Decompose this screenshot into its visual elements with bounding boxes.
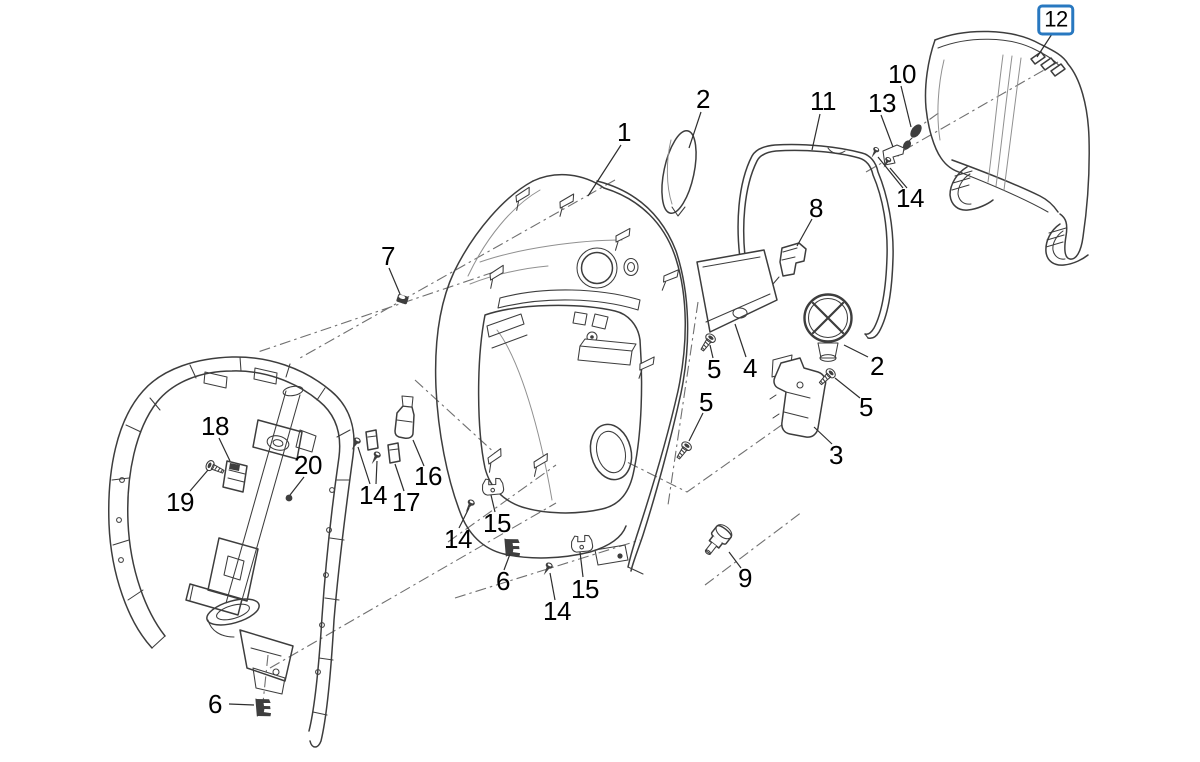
part-callout-14[interactable]: 14 bbox=[896, 183, 924, 213]
part-callout-5[interactable]: 5 bbox=[699, 387, 713, 417]
part-callout-20[interactable]: 20 bbox=[294, 450, 322, 480]
screw-part-9 bbox=[704, 524, 733, 555]
part-callout-13[interactable]: 13 bbox=[868, 88, 896, 118]
leader-lines bbox=[189, 33, 1053, 706]
trim-oval-part-2 bbox=[661, 130, 697, 217]
nut-part-7 bbox=[396, 294, 409, 305]
steering-column bbox=[185, 385, 317, 695]
bracket-part-3 bbox=[769, 354, 827, 438]
fastener-cluster-10-13-14 bbox=[868, 124, 922, 170]
part-callout-8[interactable]: 8 bbox=[809, 193, 823, 223]
part-callout-15[interactable]: 15 bbox=[571, 574, 599, 604]
clip-part-8 bbox=[772, 242, 807, 285]
rivet-part-20 bbox=[285, 494, 293, 502]
part-callout-17[interactable]: 17 bbox=[392, 487, 420, 517]
part-callout-11[interactable]: 11 bbox=[810, 86, 837, 116]
part-callout-2[interactable]: 2 bbox=[870, 351, 884, 381]
part-callout-14[interactable]: 14 bbox=[543, 596, 571, 626]
part-callout-7[interactable]: 7 bbox=[381, 241, 395, 271]
part-callout-15[interactable]: 15 bbox=[483, 508, 511, 538]
part-callout-3[interactable]: 3 bbox=[829, 440, 843, 470]
part-callout-10[interactable]: 10 bbox=[888, 59, 916, 89]
part-callout-12-highlighted[interactable]: 12 bbox=[1037, 4, 1075, 36]
part-callout-5[interactable]: 5 bbox=[707, 354, 721, 384]
part-callout-6[interactable]: 6 bbox=[208, 689, 222, 719]
part-callout-18[interactable]: 18 bbox=[201, 411, 229, 441]
part-callout-4[interactable]: 4 bbox=[743, 353, 757, 383]
part-callout-5[interactable]: 5 bbox=[859, 392, 873, 422]
bracket-cluster-16-17 bbox=[348, 395, 415, 466]
latch-part-18 bbox=[222, 460, 248, 493]
part-callout-19[interactable]: 19 bbox=[166, 487, 194, 517]
windshield-part-12 bbox=[924, 30, 1090, 266]
inner-frame-panel bbox=[108, 356, 355, 748]
round-cover-part-2 bbox=[803, 293, 853, 362]
part-callout-14[interactable]: 14 bbox=[444, 524, 472, 554]
glovebox-shell-part-1 bbox=[434, 174, 689, 575]
part-callout-14[interactable]: 14 bbox=[359, 480, 387, 510]
part-callout-6[interactable]: 6 bbox=[496, 566, 510, 596]
part-callout-2[interactable]: 2 bbox=[696, 84, 710, 114]
part-callout-16[interactable]: 16 bbox=[414, 461, 442, 491]
part-callout-9[interactable]: 9 bbox=[738, 563, 752, 593]
seal-frame-part-11 bbox=[737, 143, 894, 339]
part-callout-1[interactable]: 1 bbox=[617, 117, 631, 147]
panel-part-4 bbox=[696, 249, 778, 333]
